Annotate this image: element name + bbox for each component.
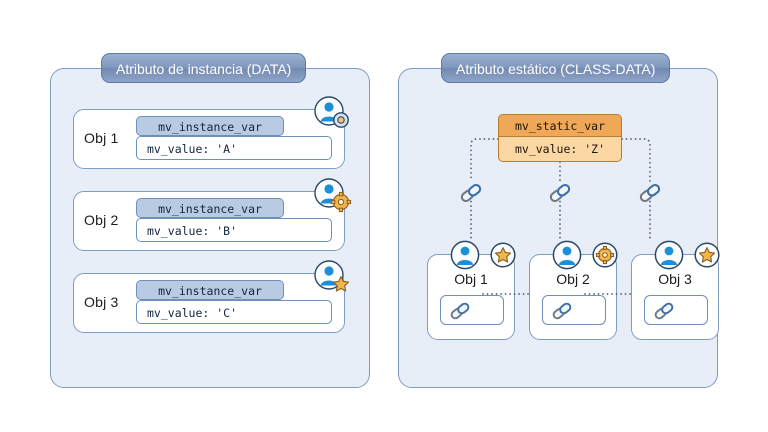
instance-var-value: mv_value: 'C' — [136, 300, 332, 324]
instance-var-value: mv_value: 'A' — [136, 136, 332, 160]
object-label: Obj 2 — [556, 271, 590, 287]
static-reference-slot — [542, 295, 606, 325]
avatar-icon — [552, 240, 582, 270]
star-badge-icon — [490, 242, 516, 268]
static-var-box[interactable]: mv_static_var mv_value: 'Z' — [498, 114, 622, 162]
chain-link-icon — [654, 302, 674, 320]
gear-badge-icon — [592, 242, 618, 268]
object-label: Obj 2 — [84, 212, 119, 228]
static-object-card[interactable]: Obj 3 — [631, 240, 720, 340]
static-reference-slot — [644, 295, 708, 325]
avatar-with-star-badge-icon — [314, 260, 352, 294]
avatar-with-circle-badge-icon — [314, 96, 352, 130]
instance-var-name: mv_instance_var — [136, 116, 284, 136]
star-badge-icon — [694, 242, 720, 268]
instance-object-row[interactable]: Obj 2 mv_instance_var mv_value: 'B' — [73, 178, 352, 251]
panel-instance-attribute: Atributo de instancia (DATA) Obj 1 mv_in… — [50, 53, 370, 388]
chain-link-icon — [552, 302, 572, 320]
object-label: Obj 3 — [84, 294, 119, 310]
panel-static-attribute: Atributo estático (CLASS-DATA) mv_static… — [398, 53, 720, 388]
instance-var-value: mv_value: 'B' — [136, 218, 332, 242]
instance-var-name: mv_instance_var — [136, 280, 284, 300]
static-reference-slot — [440, 295, 504, 325]
avatar-icon — [450, 240, 480, 270]
avatar-icon — [654, 240, 684, 270]
instance-var-name: mv_instance_var — [136, 198, 284, 218]
chain-link-icon — [450, 302, 470, 320]
panel-static-title: Atributo estático (CLASS-DATA) — [441, 53, 671, 83]
chain-link-icon — [459, 181, 483, 205]
avatar-with-gear-badge-icon — [314, 178, 352, 213]
static-var-value: mv_value: 'Z' — [498, 137, 622, 162]
instance-object-row[interactable]: Obj 1 mv_instance_var mv_value: 'A' — [73, 96, 349, 169]
static-object-card[interactable]: Obj 1 — [427, 240, 516, 340]
chain-link-icon — [638, 181, 662, 205]
static-object-card[interactable]: Obj 2 — [529, 240, 618, 340]
object-label: Obj 1 — [454, 271, 488, 287]
object-label: Obj 3 — [658, 271, 692, 287]
panel-instance-title: Atributo de instancia (DATA) — [101, 53, 307, 83]
object-label: Obj 1 — [84, 130, 119, 146]
chain-link-icon — [548, 181, 572, 205]
instance-object-row[interactable]: Obj 3 mv_instance_var mv_value: 'C' — [73, 260, 350, 333]
static-var-name: mv_static_var — [498, 114, 622, 137]
